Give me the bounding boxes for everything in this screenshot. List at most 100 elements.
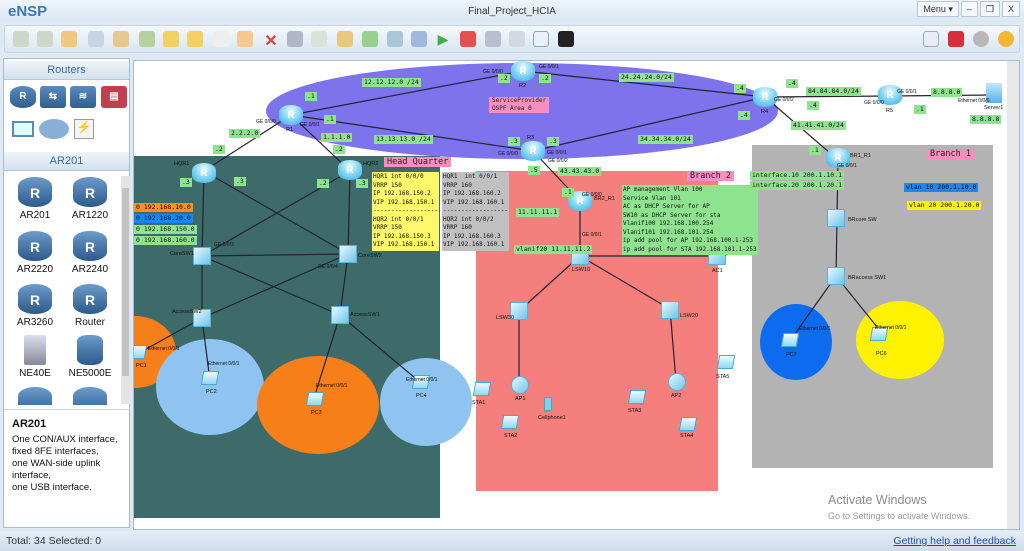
router-br1-r1[interactable]: R: [826, 148, 850, 168]
device-ne40e[interactable]: NE40E: [9, 335, 61, 379]
drag-hand-icon[interactable]: [237, 31, 253, 47]
sta2[interactable]: [500, 415, 520, 429]
cellphone1[interactable]: [544, 397, 552, 411]
vlan-circle: [156, 339, 264, 435]
router-icon: R: [18, 284, 52, 314]
pc2[interactable]: [200, 371, 220, 385]
menu-button[interactable]: Menu ▾: [917, 1, 959, 17]
server-icon[interactable]: [986, 83, 1002, 103]
stop-icon[interactable]: [460, 31, 476, 47]
router-r3[interactable]: R: [521, 141, 545, 161]
undo-icon[interactable]: [163, 31, 179, 47]
help-icon[interactable]: [998, 31, 1014, 47]
sta5[interactable]: [716, 355, 736, 369]
router-r4[interactable]: R: [753, 87, 777, 107]
hq-tag: Head Quarter: [384, 157, 452, 167]
router-r2[interactable]: R: [511, 61, 535, 81]
sta4[interactable]: [678, 417, 698, 431]
vlan10-label: vlan 10 200.1.10.0: [904, 183, 979, 192]
ap1[interactable]: [511, 376, 529, 394]
device-more[interactable]: [64, 387, 116, 405]
redo-icon[interactable]: [187, 31, 203, 47]
pc1[interactable]: [134, 345, 148, 359]
subnet-label: 13.13.13.0 /24: [374, 135, 433, 144]
router-category-icon[interactable]: R: [10, 86, 36, 108]
canvas-scrollbar[interactable]: [1007, 61, 1019, 529]
scrollbar-thumb[interactable]: [122, 188, 129, 376]
pc7[interactable]: [780, 333, 800, 347]
chat-icon[interactable]: [923, 31, 939, 47]
new-example-icon[interactable]: [37, 31, 53, 47]
zoom-out-icon[interactable]: [387, 31, 403, 47]
ap2[interactable]: [668, 373, 686, 391]
window-icon[interactable]: [533, 31, 549, 47]
start-icon[interactable]: ▶: [437, 31, 449, 47]
cloud-category-icon[interactable]: [39, 119, 69, 139]
text-note-icon[interactable]: [311, 31, 327, 47]
huawei-icon[interactable]: [948, 31, 964, 47]
device-list-scrollbar[interactable]: [121, 176, 130, 404]
switch-coresw2[interactable]: [339, 245, 357, 263]
switch-lsw30[interactable]: [510, 302, 528, 320]
router-r5[interactable]: R: [878, 85, 902, 105]
cli-icon[interactable]: [558, 31, 574, 47]
subnet-label: 8.8.8.8: [970, 115, 1002, 124]
new-topology-icon[interactable]: [13, 31, 29, 47]
close-button[interactable]: X: [1001, 1, 1020, 17]
capture-icon[interactable]: [485, 31, 501, 47]
wlan-category-icon[interactable]: ≋: [70, 86, 96, 108]
sta1[interactable]: [472, 382, 492, 396]
switch-brcore[interactable]: [827, 209, 845, 227]
router-r1[interactable]: R: [279, 105, 303, 125]
device-label: AP2: [671, 393, 682, 399]
device-more[interactable]: [9, 387, 61, 405]
switch-category-icon[interactable]: ⇆: [40, 86, 66, 108]
device-label: STA5: [716, 374, 730, 380]
connection-category-icon[interactable]: ⚡: [74, 119, 94, 139]
device-label: R4: [761, 109, 769, 115]
pc3[interactable]: [305, 392, 325, 406]
open-icon[interactable]: [61, 31, 77, 47]
host-label: .1: [562, 188, 574, 197]
router-hqr2[interactable]: R: [338, 160, 362, 180]
print-icon[interactable]: [139, 31, 155, 47]
minimize-button[interactable]: –: [960, 1, 978, 17]
topology-icon[interactable]: [509, 31, 525, 47]
restore-button[interactable]: ❐: [979, 1, 1000, 17]
delete-icon[interactable]: ✕: [264, 33, 278, 50]
device-ne5000e[interactable]: NE5000E: [64, 335, 116, 379]
save-as-icon[interactable]: [113, 31, 129, 47]
interface-label: GE 0/0/0: [864, 100, 884, 106]
save-icon[interactable]: [88, 31, 104, 47]
switch-accesssw1[interactable]: [331, 306, 349, 324]
topology-canvas[interactable]: R R1 R R2 R R3 R R4 R R5 Server1 R HQR1 …: [133, 60, 1020, 530]
firewall-category-icon[interactable]: ▤: [101, 86, 127, 108]
router-br2-r1[interactable]: R: [568, 191, 592, 211]
help-feedback-link[interactable]: Getting help and feedback: [893, 535, 1016, 547]
pc-category-icon[interactable]: [12, 121, 34, 137]
interface-label: Ethernet 0/0/0: [958, 98, 990, 104]
router-hqr1[interactable]: R: [192, 163, 216, 183]
switch-lsw20[interactable]: [661, 301, 679, 319]
description-title: AR201: [12, 418, 47, 430]
select-icon[interactable]: [213, 31, 229, 47]
host-label: .3: [234, 177, 246, 186]
subnet-label: 2.2.2.0: [229, 129, 261, 138]
delete-link-icon[interactable]: [287, 31, 303, 47]
wlan-note: AP management Vlan 100 Service Vlan 101 …: [622, 185, 758, 255]
switch-braccess[interactable]: [827, 267, 845, 285]
switch-coresw1[interactable]: [193, 247, 211, 265]
zoom-in-icon[interactable]: [362, 31, 378, 47]
fit-icon[interactable]: [411, 31, 427, 47]
device-label: Server1: [984, 105, 1004, 111]
switch-accesssw2[interactable]: [193, 309, 211, 327]
sta3[interactable]: [627, 390, 647, 404]
settings-icon[interactable]: [973, 31, 989, 47]
palette-icon[interactable]: [337, 31, 353, 47]
